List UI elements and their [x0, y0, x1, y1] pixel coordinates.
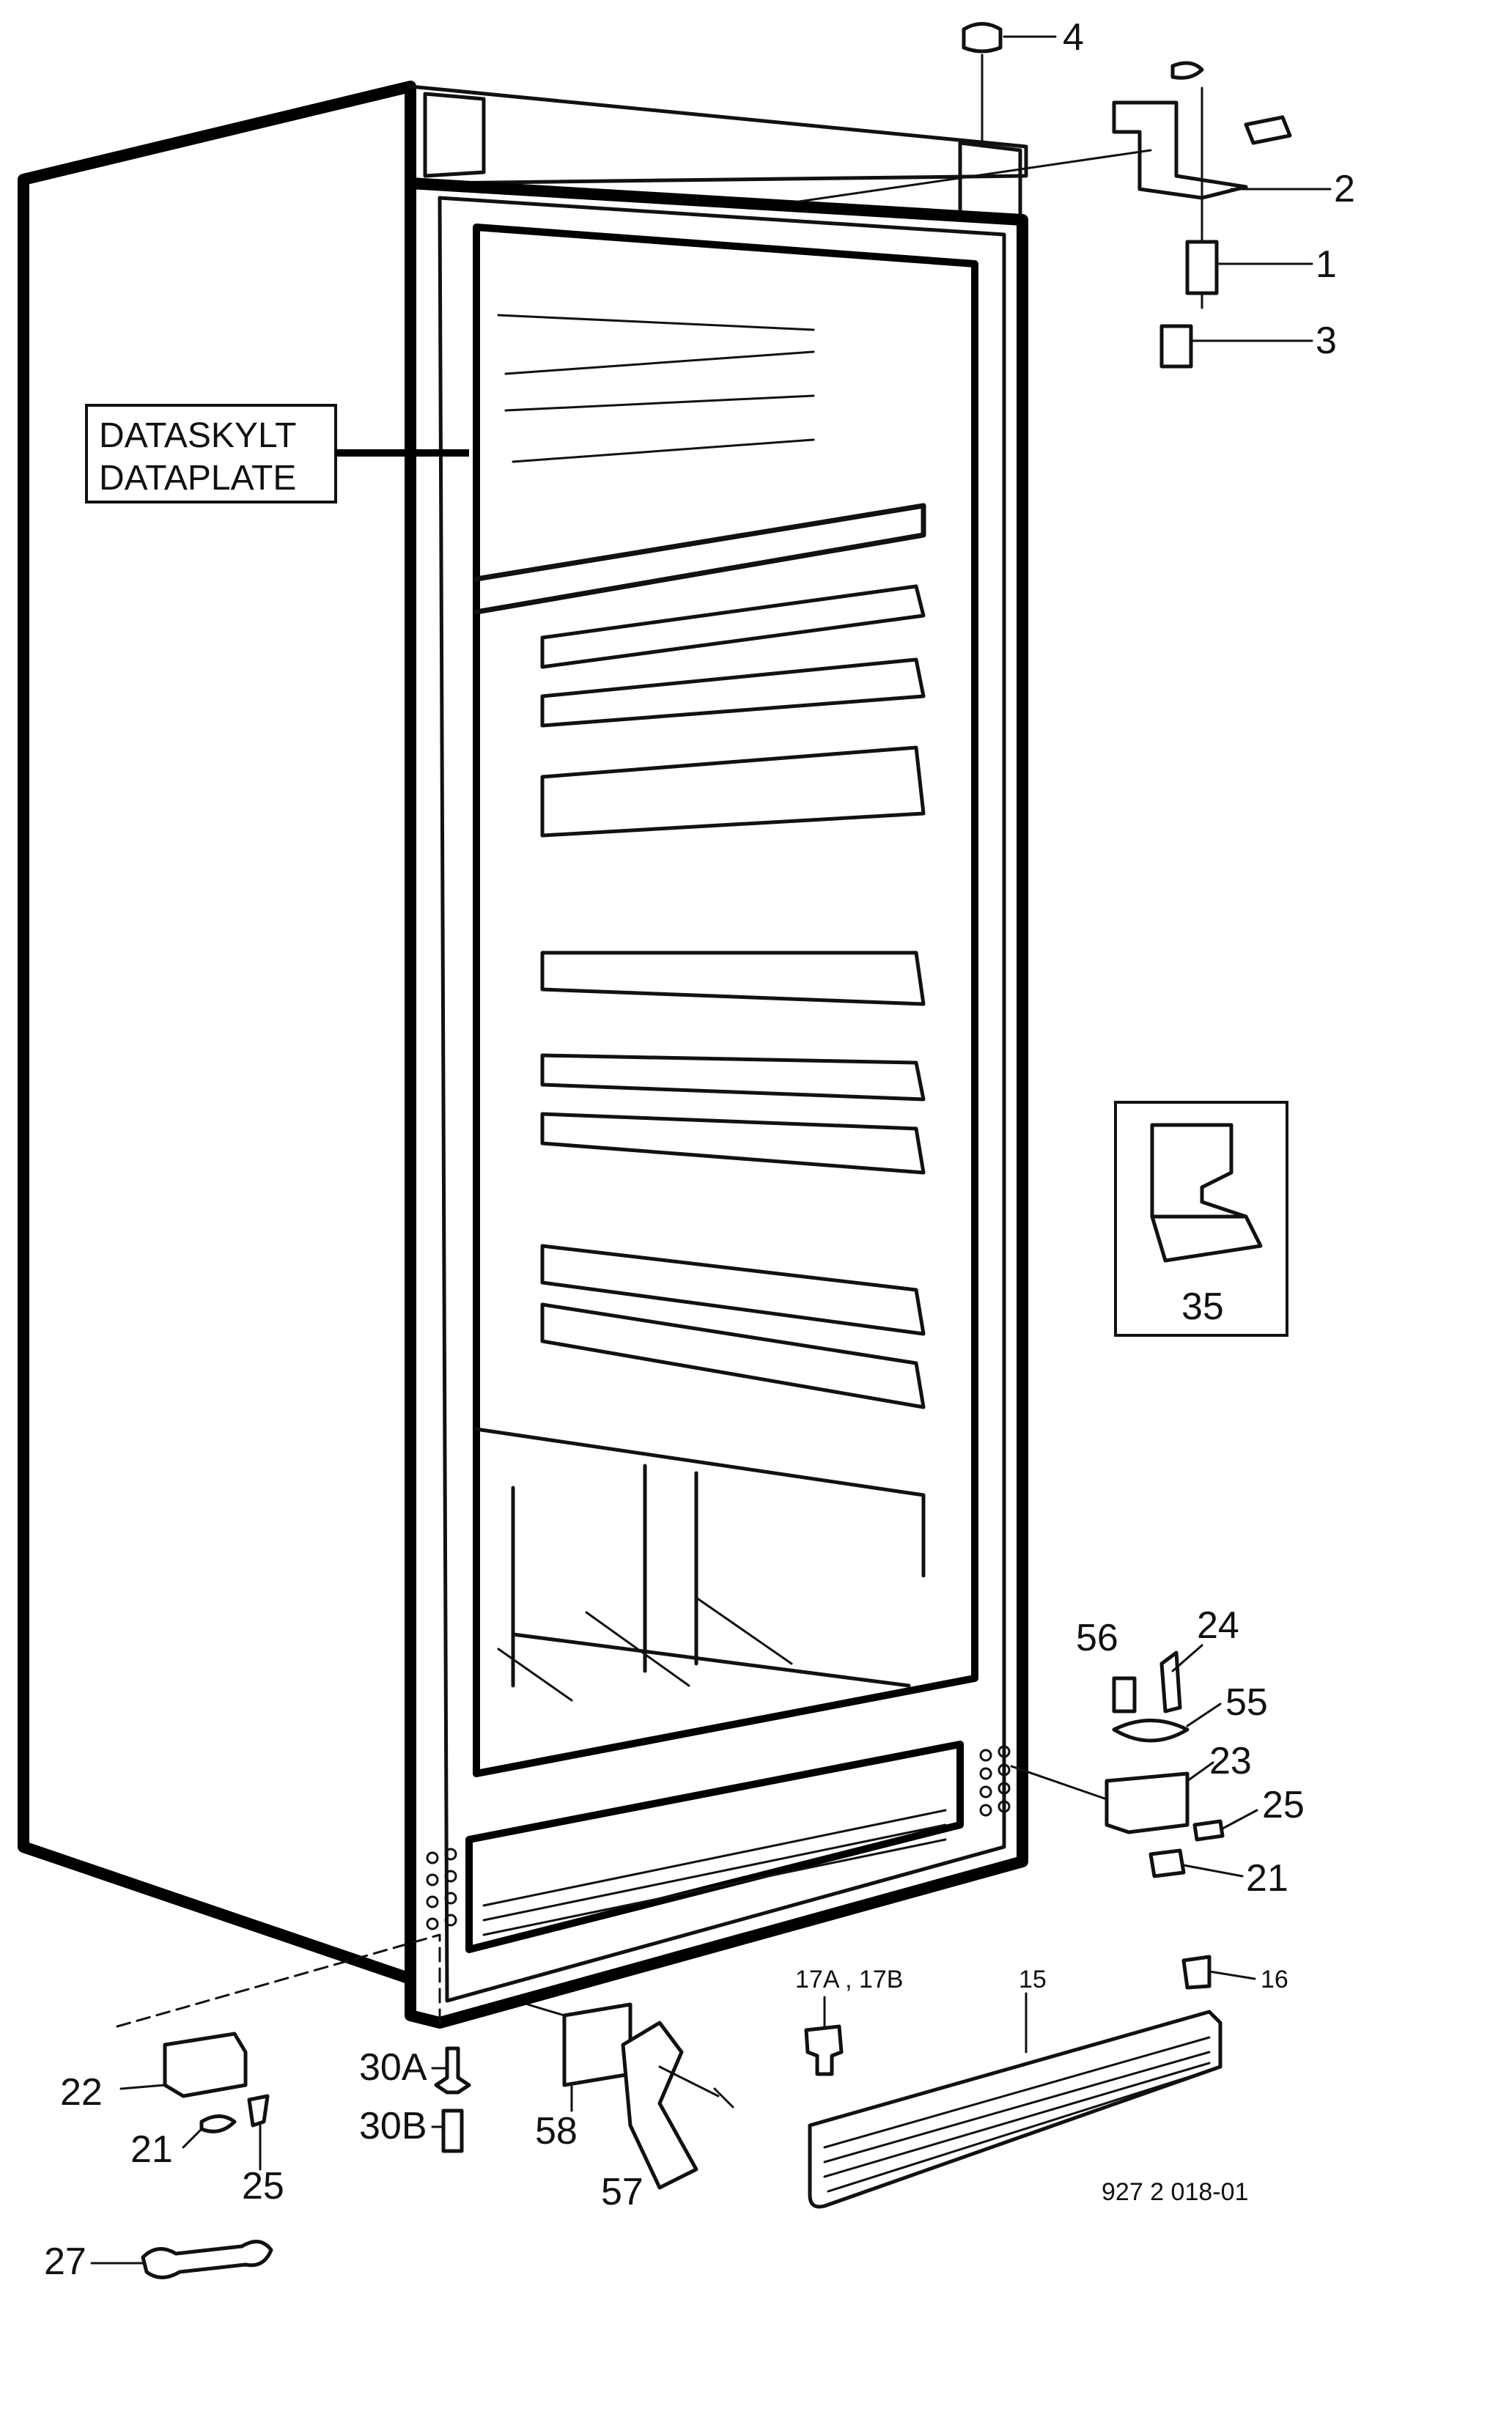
leader-58-mount	[526, 2003, 566, 2017]
callout-27: 27	[44, 2240, 86, 2283]
grille-slats	[823, 2036, 1211, 2193]
callout-16: 16	[1261, 1966, 1288, 1993]
hinge-alignment-line	[797, 149, 1152, 203]
nameplate-callout: DATASKYLT DATAPLATE	[85, 404, 469, 503]
callout-25-right: 25	[1262, 1784, 1305, 1826]
callout-55: 55	[1225, 1681, 1268, 1724]
cap-part-4	[962, 22, 1003, 54]
crisper-area	[474, 1427, 926, 1688]
clip-part-16	[1181, 1955, 1212, 1990]
bottom-right-hinge-assembly: 56 24 55 23 25 21	[1010, 1604, 1305, 1900]
callout-25-left: 25	[242, 2165, 284, 2207]
callout-3: 3	[1316, 320, 1337, 362]
hinge-cover-assembly: 58 57	[526, 2002, 734, 2213]
callout-30b: 30B	[359, 2105, 427, 2147]
top-hinge-bracket-part-2	[1112, 100, 1248, 200]
top-corner-bracket-right	[958, 141, 1022, 218]
clip-part-17	[804, 2024, 844, 2076]
bottom-left-hinge-assembly: 22 21 25	[60, 1933, 441, 2207]
hinge-mount-line	[1010, 1765, 1108, 1801]
hinge-part-23	[1105, 1771, 1190, 1834]
callout-1: 1	[1316, 243, 1337, 286]
callout-35: 35	[1181, 1285, 1224, 1328]
base-opening	[465, 1741, 964, 1953]
callout-56: 56	[1076, 1617, 1118, 1659]
callout-21-right: 21	[1246, 1857, 1288, 1900]
top-hinge-assembly: 4 2 1 3	[797, 16, 1355, 369]
base-grille-lines	[482, 1809, 947, 1936]
callout-21-left: 21	[130, 2128, 173, 2171]
cabinet-side-panel	[18, 81, 416, 1985]
wrench-assembly: 27	[44, 2240, 273, 2283]
callout-23: 23	[1209, 1740, 1252, 1782]
plate-part-58	[562, 2002, 633, 2087]
hinge-holes-right	[979, 1745, 1011, 1817]
hinge-part-22	[163, 2032, 248, 2098]
screw-part-30b	[441, 2109, 464, 2153]
dashed-mount-line	[116, 1933, 441, 2028]
screw-part-25-left	[247, 2094, 270, 2128]
pin-part-24	[1159, 1650, 1182, 1713]
screw-part-30a	[434, 2046, 471, 2095]
freezer-shelf-lines	[497, 314, 815, 463]
cabinet-front-frame	[405, 177, 1028, 2029]
callout-24: 24	[1197, 1604, 1239, 1647]
drawing-number: 927 2 018-01	[1102, 2178, 1248, 2206]
callout-15: 15	[1019, 1966, 1047, 1993]
wrench-part-27	[141, 2240, 273, 2279]
screw-part-3	[1159, 324, 1193, 369]
screw-top	[1244, 115, 1292, 145]
nameplate-line1: DATASKYLT	[99, 416, 296, 455]
nameplate-line2: DATAPLATE	[99, 459, 296, 498]
screw-part-25-right	[1192, 1819, 1225, 1842]
cover-part-57	[621, 2021, 698, 2190]
callout-58: 58	[535, 2110, 578, 2152]
inset-part-35: 35	[1114, 1101, 1288, 1337]
callout-30a: 30A	[359, 2046, 427, 2089]
nut-top	[1170, 61, 1204, 80]
base-grille-assembly: 17A , 17B 15 16 927 2 018-01	[795, 1955, 1288, 2209]
inner-liner	[473, 224, 978, 1777]
bracket-part-35-base	[1150, 1214, 1263, 1263]
callout-2: 2	[1334, 168, 1355, 210]
nameplate-label-box	[85, 404, 337, 503]
hinge-pin-part-1	[1185, 240, 1219, 295]
callout-57: 57	[601, 2171, 643, 2213]
washer-part-55	[1112, 1719, 1190, 1743]
crisper-grooves	[497, 1596, 793, 1702]
callout-22: 22	[60, 2071, 103, 2114]
nut-part-21-right	[1148, 1848, 1186, 1878]
hinge-holes-left	[426, 1848, 457, 1930]
door-gasket-outline	[438, 196, 1006, 2003]
cabinet-top-panel	[408, 84, 1028, 185]
fasteners: 30A 30B	[359, 2046, 471, 2153]
callout-17: 17A , 17B	[795, 1966, 903, 1993]
refrigerator-cabinet	[18, 81, 1028, 2029]
door-shelves	[540, 584, 926, 1409]
screw-part-56	[1112, 1676, 1137, 1713]
top-corner-bracket-left	[423, 92, 486, 178]
base-grille-part-15	[808, 2010, 1222, 2209]
nut-part-21-left	[199, 2114, 237, 2133]
freezer-divider	[473, 503, 926, 615]
callout-4: 4	[1063, 16, 1084, 59]
